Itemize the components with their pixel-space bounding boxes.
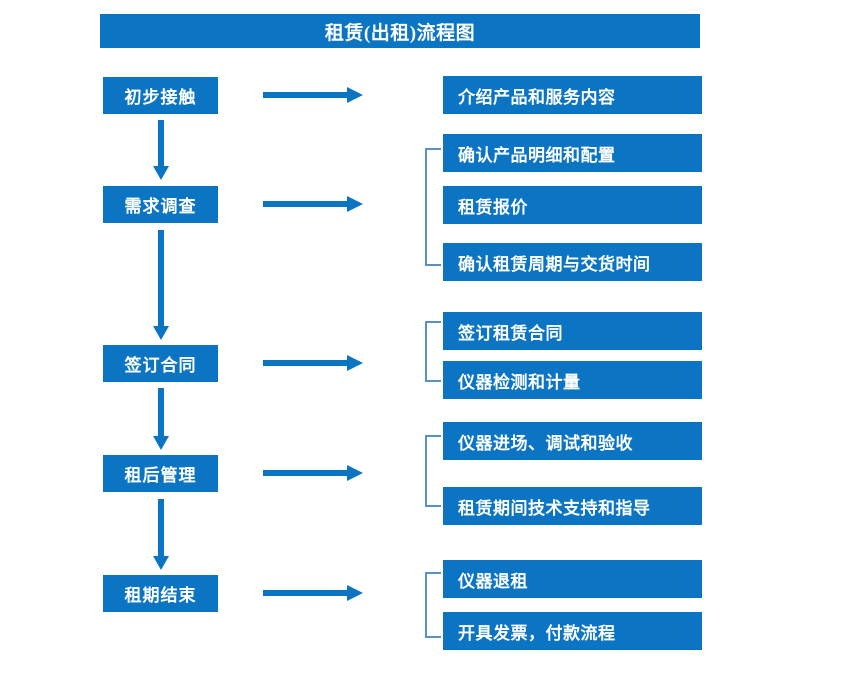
right-arrow-icon-4 bbox=[263, 465, 363, 481]
task-box-g5-2[interactable]: 开具发票，付款流程 bbox=[443, 612, 702, 650]
stage-box-5[interactable]: 租期结束 bbox=[103, 575, 218, 612]
down-arrow-icon-2 bbox=[153, 230, 169, 340]
down-arrow-icon-1 bbox=[153, 120, 169, 180]
stage-box-2[interactable]: 需求调查 bbox=[103, 186, 218, 223]
down-arrow-icon-3 bbox=[153, 388, 169, 450]
down-arrow-icon-4 bbox=[153, 499, 169, 570]
page-title: 租赁(出租)流程图 bbox=[100, 14, 700, 48]
group-bracket-icon-2 bbox=[425, 148, 441, 266]
right-arrow-icon-5 bbox=[263, 585, 363, 601]
right-arrow-icon-1 bbox=[263, 87, 363, 103]
group-bracket-icon-5 bbox=[425, 572, 441, 638]
group-bracket-icon-4 bbox=[425, 435, 441, 507]
stage-box-3[interactable]: 签订合同 bbox=[103, 345, 218, 382]
right-arrow-icon-2 bbox=[263, 196, 363, 212]
group-bracket-icon-3 bbox=[425, 321, 441, 382]
task-box-g1-1[interactable]: 介绍产品和服务内容 bbox=[443, 76, 702, 114]
task-box-g3-1[interactable]: 签订租赁合同 bbox=[443, 312, 702, 350]
task-box-g4-1[interactable]: 仪器进场、调试和验收 bbox=[443, 422, 702, 460]
task-box-g4-2[interactable]: 租赁期间技术支持和指导 bbox=[443, 487, 702, 525]
task-box-g2-2[interactable]: 租赁报价 bbox=[443, 186, 702, 224]
stage-box-1[interactable]: 初步接触 bbox=[103, 77, 218, 114]
stage-box-4[interactable]: 租后管理 bbox=[103, 455, 218, 492]
task-box-g5-1[interactable]: 仪器退租 bbox=[443, 560, 702, 598]
task-box-g2-3[interactable]: 确认租赁周期与交货时间 bbox=[443, 243, 702, 281]
task-box-g2-1[interactable]: 确认产品明细和配置 bbox=[443, 134, 702, 172]
task-box-g3-2[interactable]: 仪器检测和计量 bbox=[443, 361, 702, 399]
right-arrow-icon-3 bbox=[263, 355, 363, 371]
